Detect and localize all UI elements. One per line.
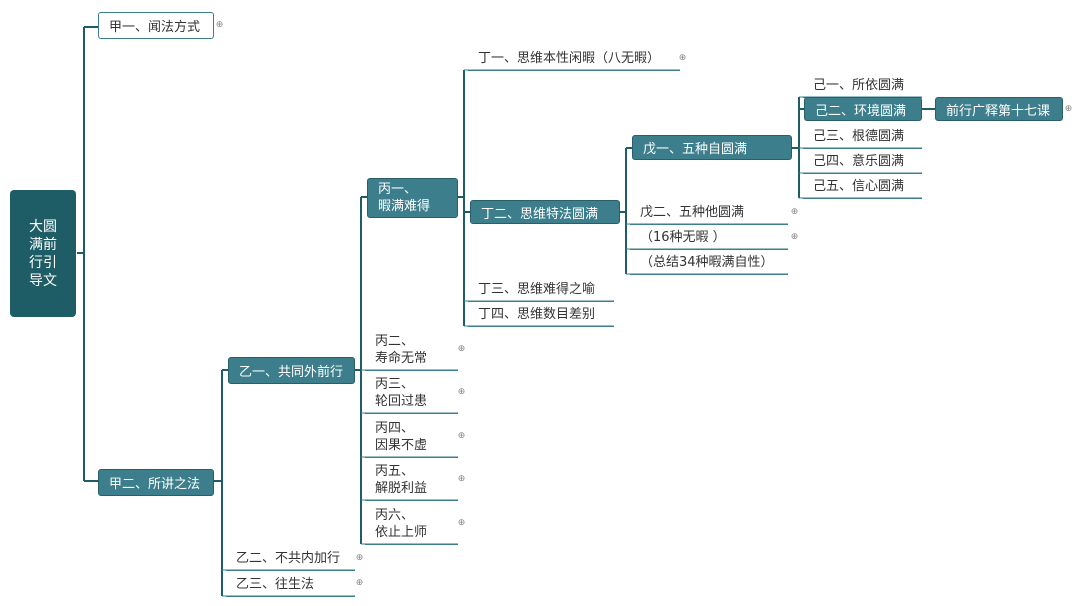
node-ding1[interactable]: 丁一、思维本性闲暇（八无暇） [468,48,680,71]
node-bing2[interactable]: 丙二、 寿命无常 [365,330,458,371]
expand-icon[interactable]: ⊕ [457,387,466,397]
expand-icon[interactable]: ⊕ [457,431,466,441]
node-label: 己二、环境圆满 [815,103,907,119]
node-bing1[interactable]: 丙一、 暇满难得 [367,178,458,218]
node-label: 乙一、共同外前行 [239,365,344,380]
node-label: 丁二、思维特法圆满 [481,206,599,222]
node-ji4[interactable]: 己四、意乐圆满 [803,151,922,174]
expand-icon[interactable]: ⊕ [457,344,466,354]
node-label: 乙三、往生法 [236,577,315,592]
node-label: （16种无暇 ） [640,230,726,245]
node-ding2[interactable]: 丁二、思维特法圆满 [470,200,620,224]
node-label: 己五、信心圆满 [813,179,905,194]
node-wu2[interactable]: 戊二、五种他圆满 [630,202,788,225]
node-label: 丁一、思维本性闲暇（八无暇） [478,51,661,66]
node-ding3[interactable]: 丁三、思维难得之喻 [468,279,614,302]
node-label: 戊一、五种自圆满 [643,142,748,157]
node-label: 戊二、五种他圆满 [640,205,745,220]
expand-icon[interactable]: ⊕ [355,553,364,563]
node-yi1[interactable]: 乙一、共同外前行 [228,357,355,384]
node-jia1[interactable]: 甲一、闻法方式 [98,12,214,39]
expand-icon[interactable]: ⊕ [790,232,799,242]
node-ji5[interactable]: 己五、信心圆满 [803,176,922,199]
expand-icon[interactable]: ⊕ [790,207,799,217]
node-ji3[interactable]: 己三、根德圆满 [803,126,922,149]
expand-icon[interactable]: ⊕ [355,578,364,588]
node-ding4[interactable]: 丁四、思维数目差别 [468,304,614,327]
node-wu1[interactable]: 戊一、五种自圆满 [632,135,792,160]
node-label: 己四、意乐圆满 [813,154,905,169]
node-jia2[interactable]: 甲二、所讲之法 [98,469,214,496]
node-label: （总结34种暇满自性） [640,255,774,270]
node-bing3[interactable]: 丙三、 轮回过患 [365,373,458,414]
node-bing5[interactable]: 丙五、 解脱利益 [365,460,458,501]
node-label: 甲一、闻法方式 [109,20,201,35]
expand-icon[interactable]: ⊕ [457,474,466,484]
node-lesson[interactable]: 前行广释第十七课 [935,97,1063,121]
node-ji2[interactable]: 己二、环境圆满 [804,97,922,121]
node-ji1[interactable]: 己一、所依圆满 [803,75,922,98]
node-label: 丁三、思维难得之喻 [478,282,596,297]
node-bing6[interactable]: 丙六、 依止上师 [365,504,458,545]
expand-icon[interactable]: ⊕ [457,518,466,528]
node-note16[interactable]: （16种无暇 ） [630,227,788,250]
node-label: 前行广释第十七课 [946,103,1051,119]
node-label: 己三、根德圆满 [813,129,905,144]
root-node[interactable]: 大圆 满前 行引 导文 [10,190,76,317]
node-label: 甲二、所讲之法 [109,477,201,492]
node-label: 丁四、思维数目差别 [478,307,596,322]
expand-icon[interactable]: ⊕ [678,53,687,63]
root-title: 大圆 满前 行引 导文 [29,218,57,289]
expand-icon[interactable]: ⊕ [1064,104,1073,114]
node-yi2[interactable]: 乙二、不共内加行 [226,549,355,571]
node-label: 己一、所依圆满 [813,78,905,93]
node-note34[interactable]: （总结34种暇满自性） [630,252,788,275]
node-label: 乙二、不共内加行 [236,551,341,566]
expand-icon[interactable]: ⊕ [215,20,224,30]
node-label: 丙一、 暇满难得 [378,182,431,214]
node-bing4[interactable]: 丙四、 因果不虚 [365,417,458,458]
node-yi3[interactable]: 乙三、往生法 [226,575,355,597]
